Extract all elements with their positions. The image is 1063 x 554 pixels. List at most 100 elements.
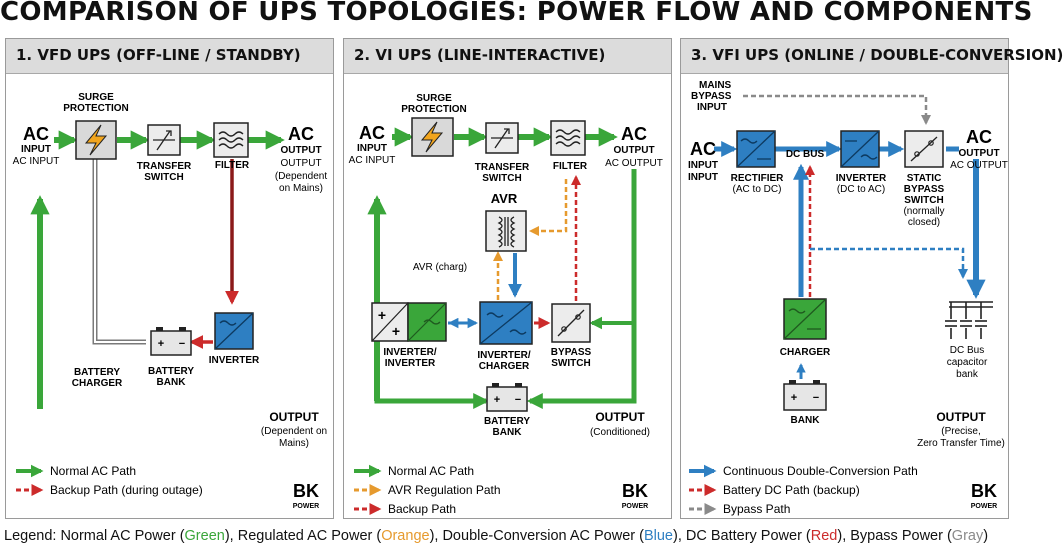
ac-input-label: INPUT (21, 144, 51, 155)
filter-box (213, 122, 249, 158)
battery-bank-icon: + − (783, 380, 827, 411)
legend-normal-ac: Normal AC Path (388, 464, 474, 478)
surge-label: PROTECTION (63, 103, 129, 114)
bk-power-logo: BK POWER (622, 481, 648, 510)
ac-input-title: AC (359, 123, 385, 143)
filter-box (550, 120, 586, 156)
static-bypass-label: STATIC (907, 173, 942, 184)
legend-text: ), DC Battery Power ( (672, 528, 811, 544)
legend-backup: Backup Path (388, 502, 456, 516)
inv-inv-label: INVERTER/ (383, 347, 437, 358)
legend-text: ), Bypass Power ( (837, 528, 952, 544)
bypass-label: BYPASS (551, 347, 592, 358)
ac-input-sublabel: INPUT (688, 172, 718, 183)
battery-bank-icon: + − (486, 383, 528, 412)
inv-chg-label: CHARGER (479, 361, 530, 372)
output-title: OUTPUT (269, 410, 319, 424)
filter-to-avr-arrow (529, 179, 568, 236)
panel-header-vfd: 1. VFD UPS (OFF-LINE / STANDBY) (6, 39, 333, 74)
svg-text:−: − (813, 392, 819, 404)
ac-output-title: AC (966, 127, 992, 147)
capacitor-label: bank (956, 369, 979, 380)
output-note: (Precise, (941, 426, 980, 437)
static-bypass-switch-box (904, 130, 944, 168)
svg-text:−: − (179, 338, 185, 350)
svg-text:+: + (494, 394, 500, 406)
inverter-label: INVERTER (836, 173, 887, 184)
mains-bypass-label: MAINS (699, 80, 732, 91)
ac-output-title: AC (621, 124, 647, 144)
ac-output-sublabel: AC OUTPUT (605, 158, 663, 169)
svg-text:+: + (378, 307, 386, 323)
charger-label: CHARGER (780, 347, 831, 358)
rectifier-label: RECTIFIER (731, 173, 785, 184)
static-bypass-label: SWITCH (904, 195, 943, 206)
svg-text:POWER: POWER (971, 503, 997, 510)
avr-title: AVR (491, 191, 518, 206)
surge-label: PROTECTION (401, 104, 467, 115)
charger-line (92, 157, 146, 345)
legend-gray-word: Gray (951, 528, 984, 544)
panel-vi: 2. VI UPS (LINE-INTERACTIVE) SU (343, 38, 672, 519)
transfer-label: SWITCH (482, 173, 521, 184)
legend-avr: AVR Regulation Path (388, 483, 501, 497)
panel-header-vi: 2. VI UPS (LINE-INTERACTIVE) (344, 39, 671, 74)
panel-title: 3. VFI UPS (ONLINE / DOUBLE-CONVERSION) (691, 46, 1063, 64)
vfi-diagram: MAINS BYPASS INPUT AC INPUT INPUT RECTIF… (688, 80, 1008, 516)
ac-output-title: AC (288, 124, 314, 144)
ac-output-label: OUTPUT (958, 148, 999, 159)
ac-output-sublabel: OUTPUT (280, 158, 321, 169)
inverter-inverter-box: + + (371, 302, 447, 342)
svg-text:+: + (791, 392, 797, 404)
svg-text:+: + (392, 323, 400, 339)
ac-output-sublabel: AC OUTPUT (950, 160, 1008, 171)
ac-input-title: AC (23, 124, 49, 144)
avr-transformer-box (485, 210, 527, 252)
ac-output-note: on Mains) (279, 183, 323, 194)
ac-input-sublabel: AC INPUT (349, 155, 396, 166)
mains-bypass-label: BYPASS (691, 91, 732, 102)
svg-text:POWER: POWER (622, 503, 648, 510)
charger-box (783, 298, 827, 340)
ac-input-label: INPUT (688, 160, 718, 171)
bypass-label: SWITCH (551, 358, 590, 369)
rectifier-note: (AC to DC) (733, 184, 782, 195)
battery-bank-label: BATTERY (148, 366, 194, 377)
static-bypass-note: (normally (903, 206, 944, 217)
surge-protection-box (75, 120, 117, 160)
mains-bypass-label: INPUT (697, 102, 727, 113)
avr-charg-label: AVR (charg) (413, 262, 467, 273)
output-note: (Conditioned) (590, 427, 650, 438)
inverter-box (840, 130, 880, 168)
bypass-path-arrow (743, 94, 931, 125)
legend-orange-word: Orange (381, 528, 430, 544)
output-note: Mains) (279, 438, 309, 449)
battery-bank-label: BANK (157, 377, 187, 388)
vfd-diagram: SURGE PROTECTION TRANSFER SWITCH FILTER … (13, 92, 328, 510)
legend-battery-dc: Battery DC Path (backup) (723, 483, 860, 497)
panel-vfd: 1. VFD UPS (OFF-LINE / STANDBY) SURGE PR… (5, 38, 334, 519)
output-title: OUTPUT (936, 410, 986, 424)
ac-output-note: (Dependent (275, 171, 327, 182)
legend-green-word: Green (184, 528, 225, 544)
svg-text:BK: BK (293, 481, 319, 501)
svg-text:−: − (515, 394, 521, 406)
transfer-switch-box (485, 122, 519, 154)
battery-bank-label: BANK (493, 427, 523, 438)
transfer-switch-box (147, 124, 181, 156)
inverter-box (214, 312, 254, 350)
surge-label: SURGE (78, 92, 114, 103)
ac-output-label: OUTPUT (280, 145, 321, 156)
transfer-label: TRANSFER (137, 161, 192, 172)
dc-bus-label: DC BUS (786, 149, 825, 160)
ac-input-label: INPUT (357, 143, 387, 154)
legend-text: ) (983, 528, 989, 544)
inv-inv-label: INVERTER (385, 358, 436, 369)
output-note: Zero Transfer Time) (917, 438, 1005, 449)
svg-text:+: + (158, 338, 164, 350)
legend-text: ), Double-Conversion AC Power ( (429, 528, 644, 544)
ac-input-sublabel: AC INPUT (13, 156, 60, 167)
panel-vfi: 3. VFI UPS (ONLINE / DOUBLE-CONVERSION) … (680, 38, 1063, 519)
surge-protection-box (411, 117, 454, 157)
main-title: COMPARISON OF UPS TOPOLOGIES: POWER FLOW… (0, 0, 1033, 27)
